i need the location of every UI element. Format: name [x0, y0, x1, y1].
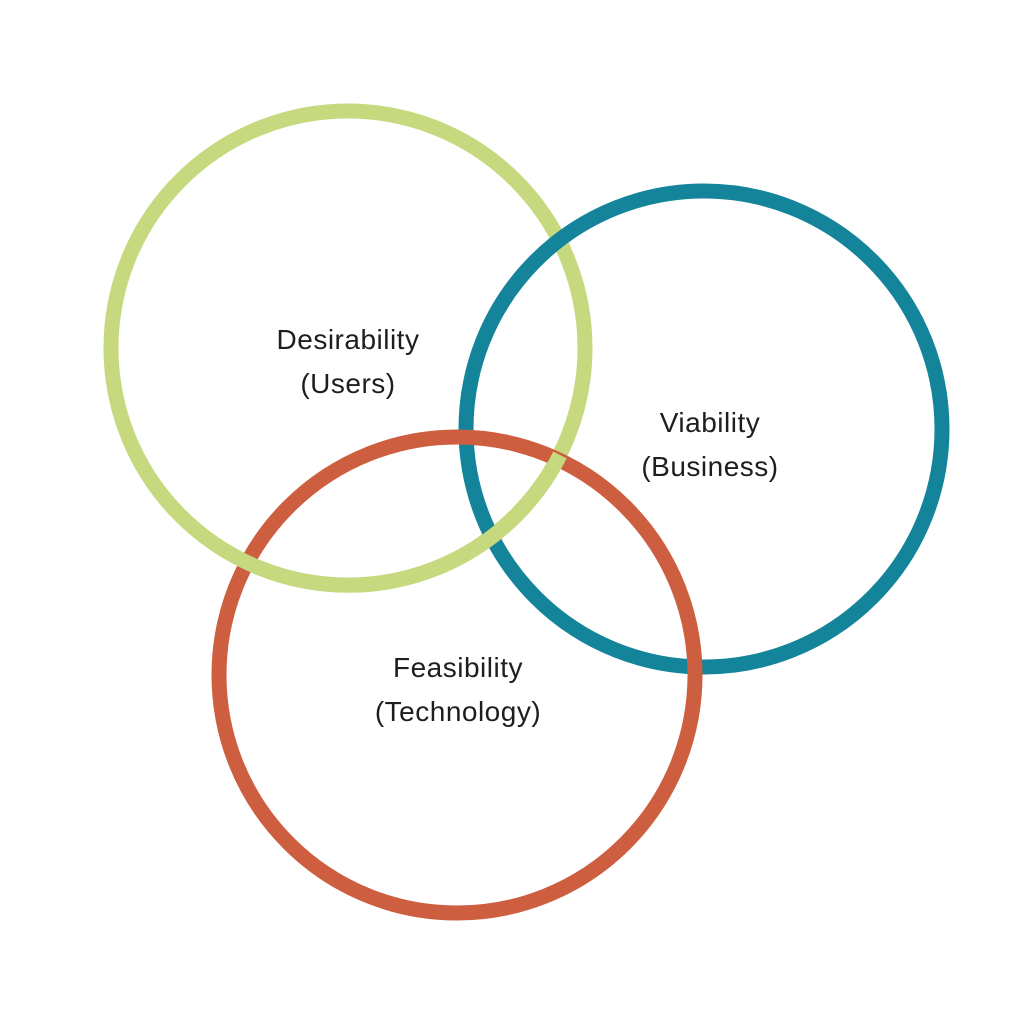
feasibility-label: Feasibility (Technology) — [308, 646, 608, 734]
viability-label: Viability (Business) — [560, 401, 860, 489]
viability-title: Viability — [659, 407, 761, 438]
viability-subtitle: (Business) — [641, 451, 779, 482]
desirability-subtitle: (Users) — [300, 368, 396, 399]
feasibility-subtitle: (Technology) — [374, 696, 542, 727]
feasibility-title: Feasibility — [393, 652, 523, 683]
feasibility-circle — [211, 429, 703, 921]
desirability-title: Desirability — [276, 324, 420, 355]
desirability-overlap-arc — [236, 451, 567, 593]
viability-circle — [458, 183, 950, 675]
desirability-label: Desirability (Users) — [198, 318, 498, 406]
